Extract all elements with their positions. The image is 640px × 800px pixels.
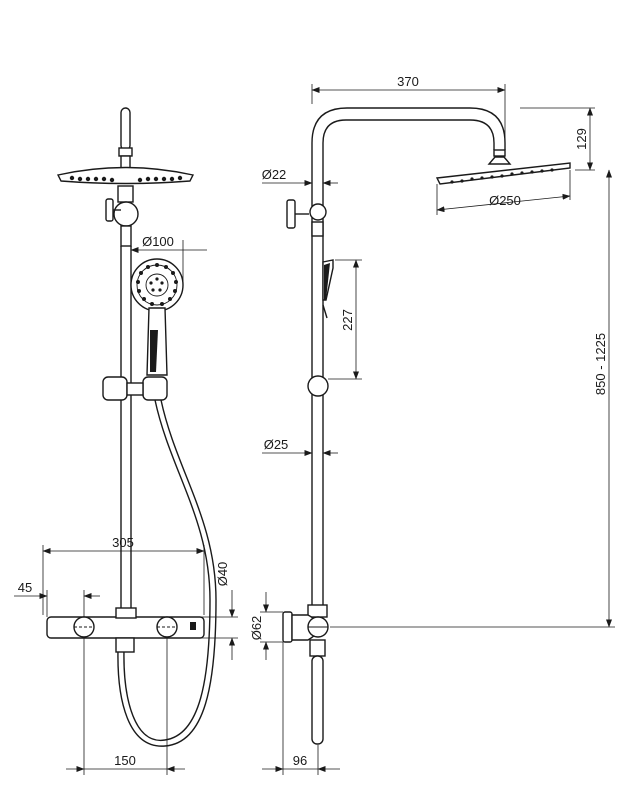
dim-label-129: 129 (574, 128, 589, 150)
dim-label-96: 96 (293, 753, 307, 768)
front-view (46, 107, 217, 747)
front-rain-head (56, 166, 195, 185)
side-rain-head (435, 149, 571, 185)
front-diverter (105, 185, 139, 247)
dimension-labels: 370 129 Ø22 Ø250 Ø100 227 850 - 1225 Ø25… (18, 74, 608, 768)
dim-label-45: 45 (18, 580, 32, 595)
hand-shower-nozzles (136, 263, 178, 306)
dim-label-305: 305 (112, 535, 134, 550)
dim-label-227: 227 (340, 309, 355, 331)
dimension-lines (14, 84, 615, 775)
dim-label-d250: Ø250 (489, 193, 521, 208)
dim-label-d22: Ø22 (262, 167, 287, 182)
front-hose (117, 399, 217, 747)
dim-label-d40: Ø40 (215, 562, 230, 587)
rain-head-nozzles (69, 175, 183, 183)
dim-label-d100: Ø100 (142, 234, 174, 249)
dim-label-d62: Ø62 (249, 616, 264, 641)
front-mixer-bar (46, 607, 205, 653)
side-mixer (282, 604, 329, 745)
front-riser-pipe (120, 246, 132, 610)
side-arm (311, 107, 506, 610)
front-slide-holder (102, 376, 168, 401)
side-diverter (286, 199, 327, 237)
dim-label-850-1225: 850 - 1225 (593, 333, 608, 395)
front-hand-shower (130, 258, 184, 376)
side-hand-shower (322, 259, 334, 319)
side-rain-nozzles (450, 168, 554, 184)
side-view (282, 107, 571, 745)
dim-label-d25: Ø25 (264, 437, 289, 452)
front-riser-tip (118, 107, 133, 169)
side-slider (307, 375, 329, 397)
dim-label-150: 150 (114, 753, 136, 768)
dim-label-370: 370 (397, 74, 419, 89)
